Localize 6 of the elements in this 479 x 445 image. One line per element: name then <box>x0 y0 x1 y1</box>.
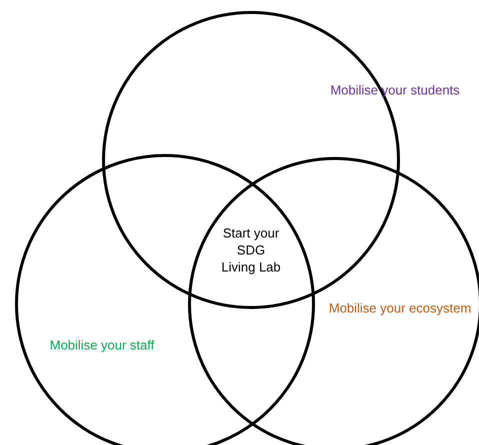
circle-label: Mobilise your staff <box>50 338 154 352</box>
venn-circle <box>15 154 315 445</box>
circle-label: Mobilise your students <box>330 82 460 98</box>
circle-label: Mobilise your ecosystem <box>328 300 472 316</box>
venn-circle <box>188 157 479 445</box>
center-label: Start your SDG Living Lab <box>221 224 281 276</box>
